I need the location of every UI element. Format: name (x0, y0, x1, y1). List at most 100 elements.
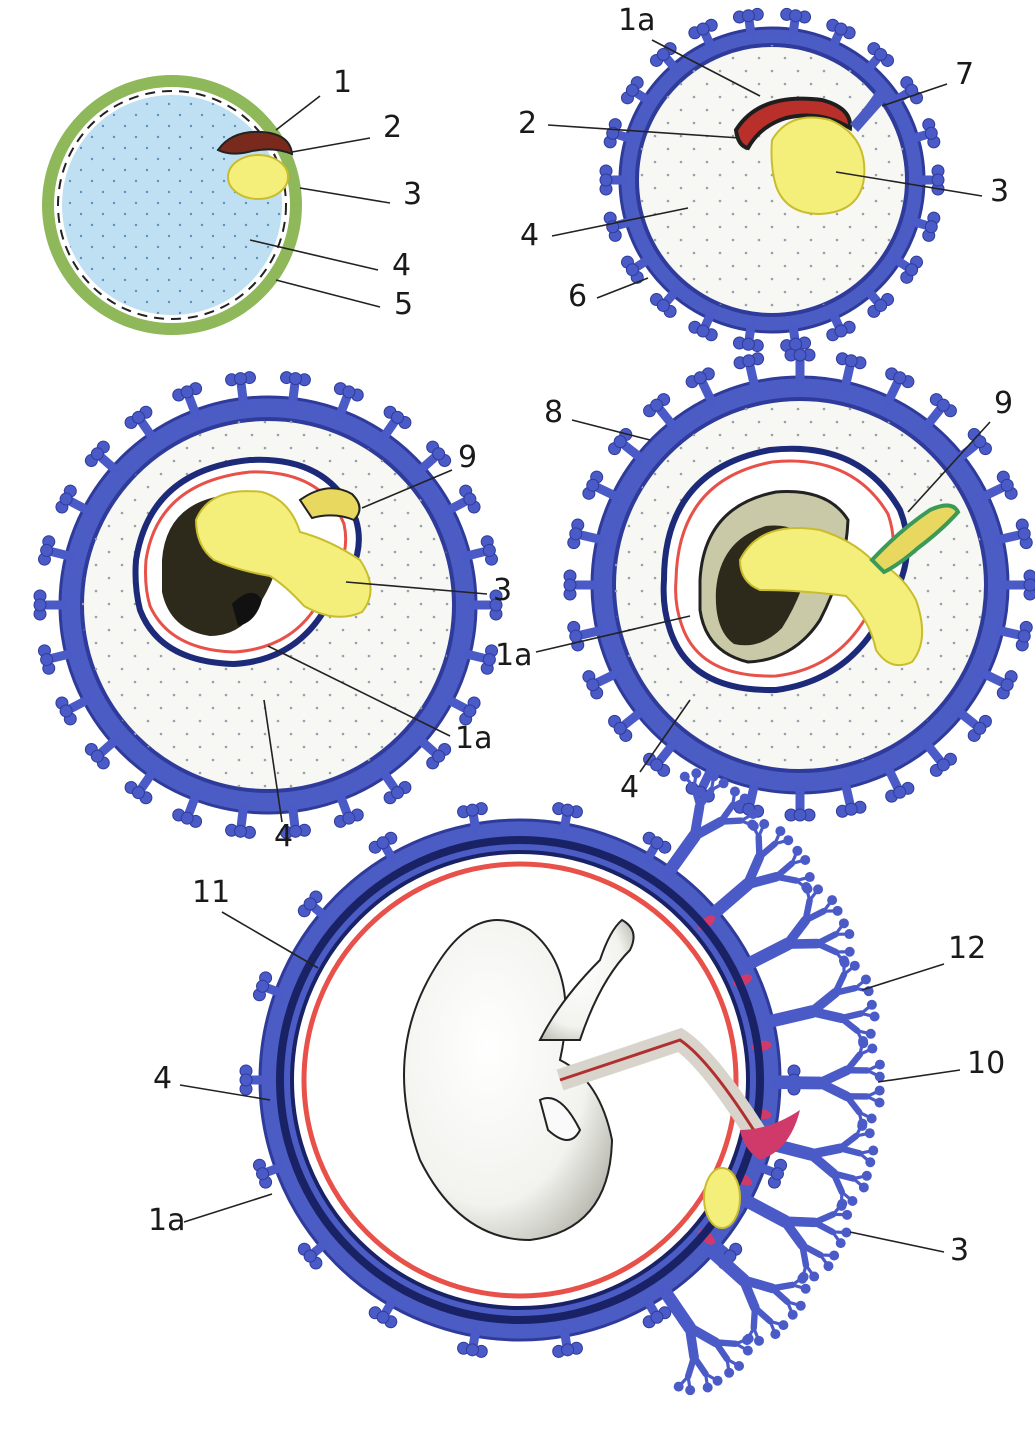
leader-label: 8 (544, 395, 650, 440)
label-text: 4 (392, 248, 411, 283)
label-text: 2 (518, 106, 537, 141)
villus (369, 832, 397, 858)
villus (643, 1302, 671, 1328)
label-text: 7 (955, 57, 974, 92)
leader-line (850, 1232, 944, 1252)
villus (334, 383, 363, 415)
villus (650, 292, 676, 317)
label-text: 3 (403, 177, 422, 212)
label-text: 5 (394, 287, 413, 322)
leader-line (300, 188, 390, 203)
leader-label: 3 (300, 177, 422, 212)
leader-label: 3 (850, 1232, 969, 1268)
villus (56, 697, 87, 725)
villus (621, 77, 647, 104)
label-text: 11 (192, 875, 230, 910)
leader-line (276, 96, 320, 130)
villus (643, 832, 671, 858)
villus (886, 769, 914, 802)
label-text: 1a (455, 721, 492, 756)
yolk-sac (772, 118, 865, 215)
leader-label: 12 (862, 931, 986, 990)
villus (449, 485, 480, 513)
villus (927, 744, 956, 776)
label-text: 2 (383, 110, 402, 145)
villus (384, 773, 411, 804)
cavity-cells (62, 95, 282, 315)
villus (421, 441, 451, 470)
label-text: 4 (153, 1061, 172, 1096)
panel-a-blastocyst (42, 75, 302, 335)
villus (984, 471, 1017, 499)
villus (897, 256, 923, 283)
label-text: 8 (544, 395, 563, 430)
label-text: 10 (967, 1046, 1005, 1081)
label-text: 12 (948, 931, 986, 966)
label-text: 3 (493, 573, 512, 608)
label-text: 1a (148, 1203, 185, 1238)
villus (334, 796, 363, 828)
leader-label: 1 (276, 65, 352, 130)
label-text: 1a (618, 3, 655, 38)
villus (56, 485, 87, 513)
villus (583, 671, 616, 699)
villus (927, 394, 956, 426)
label-text: 9 (994, 386, 1013, 421)
villus (85, 441, 115, 470)
villus (886, 368, 914, 401)
villus (959, 712, 991, 741)
villus (85, 740, 115, 769)
villus (868, 292, 894, 317)
villus (583, 471, 616, 499)
panel-e-fetus (240, 768, 885, 1395)
label-text: 9 (458, 440, 477, 475)
label-text: 4 (274, 819, 293, 854)
leader-label: 1a (148, 1194, 272, 1238)
villus (125, 773, 152, 804)
villus (686, 368, 714, 401)
label-text: 1 (333, 65, 352, 100)
label-text: 6 (568, 279, 587, 314)
leader-label: 6 (568, 278, 648, 314)
villus (827, 19, 855, 45)
panel-d (564, 349, 1035, 821)
leader-line (862, 964, 944, 990)
leader-line (878, 1070, 960, 1082)
yolk-sac (228, 155, 288, 199)
villus (984, 671, 1017, 699)
leader-label: 2 (292, 110, 402, 152)
leader-label: 5 (276, 280, 413, 322)
leader-line (597, 278, 648, 298)
villus (125, 406, 152, 437)
villus (609, 712, 641, 741)
yolk-sac (704, 1168, 740, 1228)
leader-line (292, 138, 370, 152)
label-text: 3 (950, 1233, 969, 1268)
label-text: 4 (620, 770, 639, 805)
villus (298, 891, 324, 917)
leader-line (572, 420, 650, 440)
villus (369, 1302, 397, 1328)
label-text: 3 (990, 174, 1009, 209)
leader-line (184, 1194, 272, 1222)
villus (384, 406, 411, 437)
villus (173, 383, 202, 415)
leader-line (180, 1085, 270, 1100)
villus (689, 315, 717, 341)
villus (827, 315, 855, 341)
villus (959, 429, 991, 458)
villus (868, 43, 894, 68)
leader-line (276, 280, 380, 307)
villus (421, 740, 451, 769)
villus (173, 796, 202, 828)
panel-b (600, 8, 944, 351)
villus (298, 1243, 324, 1269)
villus (644, 394, 673, 426)
label-text: 4 (520, 218, 539, 253)
panel-c (34, 372, 502, 839)
leader-label: 10 (878, 1046, 1005, 1082)
label-text: 1a (495, 638, 532, 673)
villus (689, 19, 717, 45)
